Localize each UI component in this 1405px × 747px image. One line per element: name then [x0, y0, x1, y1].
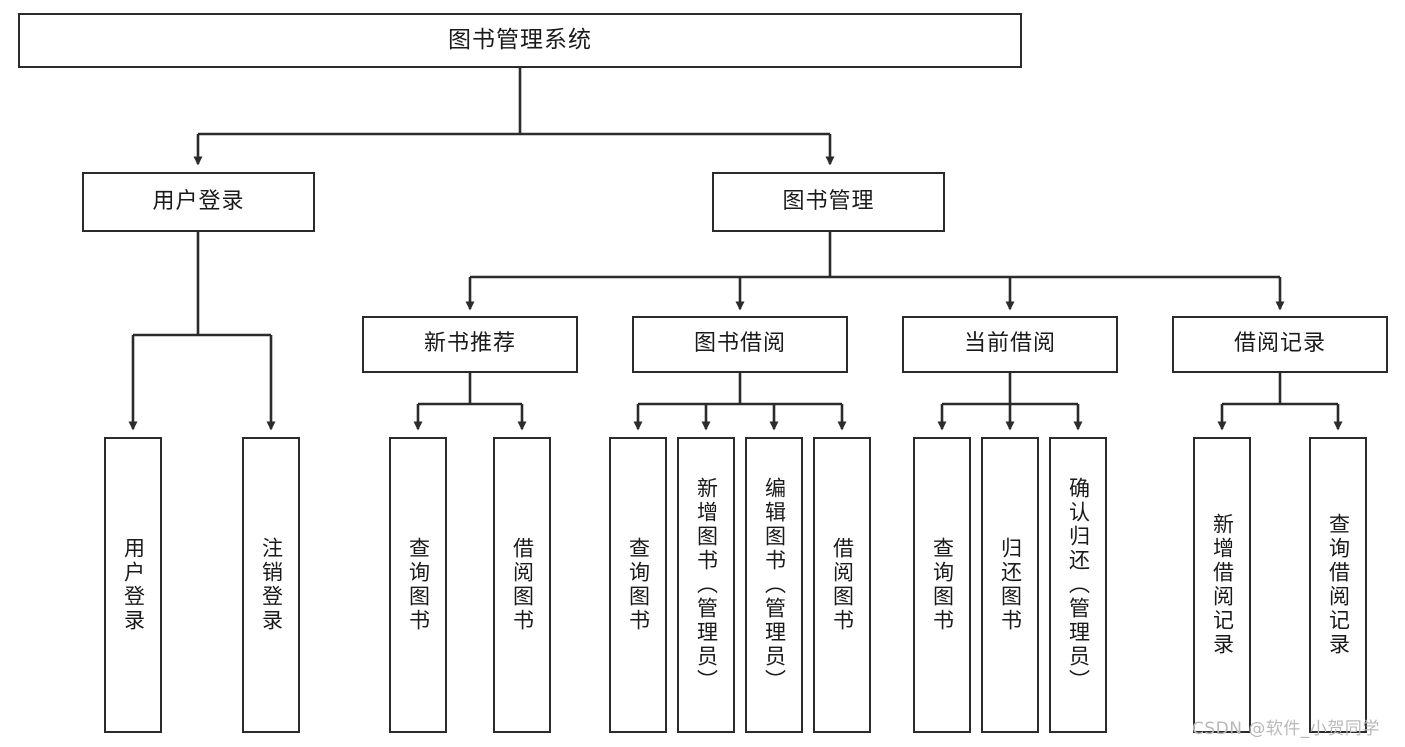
node-label: 归还图书	[998, 537, 1023, 633]
node-user-login[interactable]: 用户登录	[82, 172, 315, 232]
node-label: 图书借阅	[693, 331, 786, 357]
node-label: 确认归还（管理员）	[1066, 477, 1091, 693]
node-label: 图书管理	[782, 188, 875, 214]
node-label: 新增借阅记录	[1210, 513, 1235, 657]
node-leaf-user-logout[interactable]: 注销登录	[242, 437, 300, 733]
node-current-borrow[interactable]: 当前借阅	[902, 316, 1118, 373]
node-leaf-add-book-admin[interactable]: 新增图书（管理员）	[677, 437, 735, 733]
node-leaf-query-book-recommend[interactable]: 查询图书	[389, 437, 447, 733]
node-borrow-record[interactable]: 借阅记录	[1172, 316, 1388, 373]
node-label: 用户登录	[121, 537, 146, 633]
node-label: 新增图书（管理员）	[694, 477, 719, 693]
node-label: 查询图书	[930, 537, 955, 633]
node-leaf-add-borrow-record[interactable]: 新增借阅记录	[1193, 437, 1251, 733]
node-leaf-query-borrow-record[interactable]: 查询借阅记录	[1309, 437, 1367, 733]
node-label: 借阅图书	[510, 537, 535, 633]
node-leaf-borrow-book-recommend[interactable]: 借阅图书	[493, 437, 551, 733]
node-label: 新书推荐	[423, 331, 516, 357]
node-new-book-recommend[interactable]: 新书推荐	[362, 316, 578, 373]
node-label: 当前借阅	[963, 331, 1056, 357]
node-book-management[interactable]: 图书管理	[712, 172, 945, 232]
node-label: 注销登录	[259, 537, 284, 633]
node-label: 图书管理系统	[448, 26, 592, 53]
node-label: 查询图书	[626, 537, 651, 633]
node-leaf-query-book-borrow[interactable]: 查询图书	[609, 437, 667, 733]
node-label: 查询图书	[406, 537, 431, 633]
node-label: 用户登录	[152, 188, 245, 214]
node-label: 查询借阅记录	[1326, 513, 1351, 657]
node-leaf-user-login[interactable]: 用户登录	[104, 437, 162, 733]
node-leaf-return-book[interactable]: 归还图书	[981, 437, 1039, 733]
node-label: 借阅记录	[1233, 331, 1326, 357]
node-label: 借阅图书	[830, 537, 855, 633]
watermark-csdn: CSDN @软件_小贺同学	[1192, 719, 1380, 739]
node-label: 编辑图书（管理员）	[762, 477, 787, 693]
node-book-borrow[interactable]: 图书借阅	[632, 316, 848, 373]
node-leaf-borrow-book[interactable]: 借阅图书	[813, 437, 871, 733]
node-leaf-confirm-return-admin[interactable]: 确认归还（管理员）	[1049, 437, 1107, 733]
node-root-book-management-system[interactable]: 图书管理系统	[18, 13, 1022, 68]
node-leaf-query-book-current[interactable]: 查询图书	[913, 437, 971, 733]
node-leaf-edit-book-admin[interactable]: 编辑图书（管理员）	[745, 437, 803, 733]
